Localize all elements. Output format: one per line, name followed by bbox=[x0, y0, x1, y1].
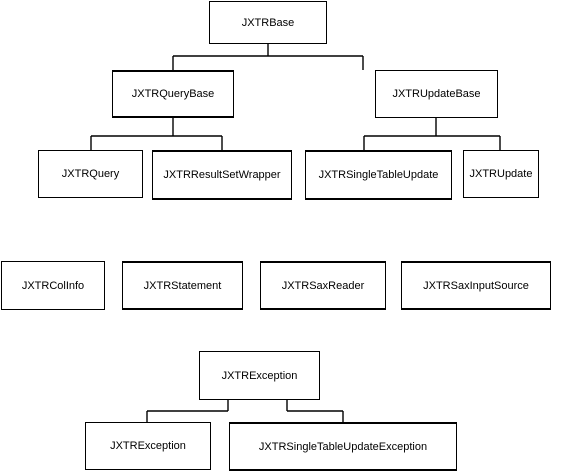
node-label: JXTRException bbox=[221, 369, 298, 382]
node-label: JXTRQueryBase bbox=[131, 88, 215, 100]
node-jxtr-result-set-wrapper: JXTRResultSetWrapper bbox=[152, 150, 292, 200]
node-jxtr-sax-reader: JXTRSaxReader bbox=[260, 261, 386, 310]
node-label: JXTRException bbox=[110, 440, 186, 452]
node-label: JXTRStatement bbox=[143, 279, 222, 292]
node-jxtr-exception-child: JXTRException bbox=[85, 422, 211, 470]
node-jxtr-update-base: JXTRUpdateBase bbox=[375, 70, 498, 118]
node-label: JXTRSingleTableUpdateException bbox=[258, 440, 428, 453]
node-jxtr-statement: JXTRStatement bbox=[122, 261, 243, 310]
node-jxtr-single-table-update: JXTRSingleTableUpdate bbox=[305, 150, 452, 200]
node-label: JXTRResultSetWrapper bbox=[163, 169, 281, 181]
node-label: JXTRSaxInputSource bbox=[423, 279, 529, 292]
node-label: JXTRBase bbox=[241, 16, 295, 29]
node-jxtr-exception-parent: JXTRException bbox=[199, 351, 320, 400]
node-jxtr-single-table-update-exception: JXTRSingleTableUpdateException bbox=[229, 422, 457, 471]
node-jxtr-base: JXTRBase bbox=[209, 1, 327, 44]
node-label: JXTRUpdateBase bbox=[392, 88, 481, 100]
node-label: JXTRUpdate bbox=[469, 168, 533, 180]
node-jxtr-col-info: JXTRColInfo bbox=[1, 261, 105, 310]
node-jxtr-sax-input-source: JXTRSaxInputSource bbox=[401, 261, 551, 310]
node-label: JXTRQuery bbox=[61, 168, 120, 180]
node-jxtr-query-base: JXTRQueryBase bbox=[112, 70, 234, 118]
node-jxtr-query: JXTRQuery bbox=[38, 150, 143, 198]
node-label: JXTRColInfo bbox=[21, 279, 85, 292]
node-label: JXTRSingleTableUpdate bbox=[318, 169, 439, 181]
node-label: JXTRSaxReader bbox=[281, 279, 365, 292]
node-jxtr-update: JXTRUpdate bbox=[463, 150, 539, 198]
